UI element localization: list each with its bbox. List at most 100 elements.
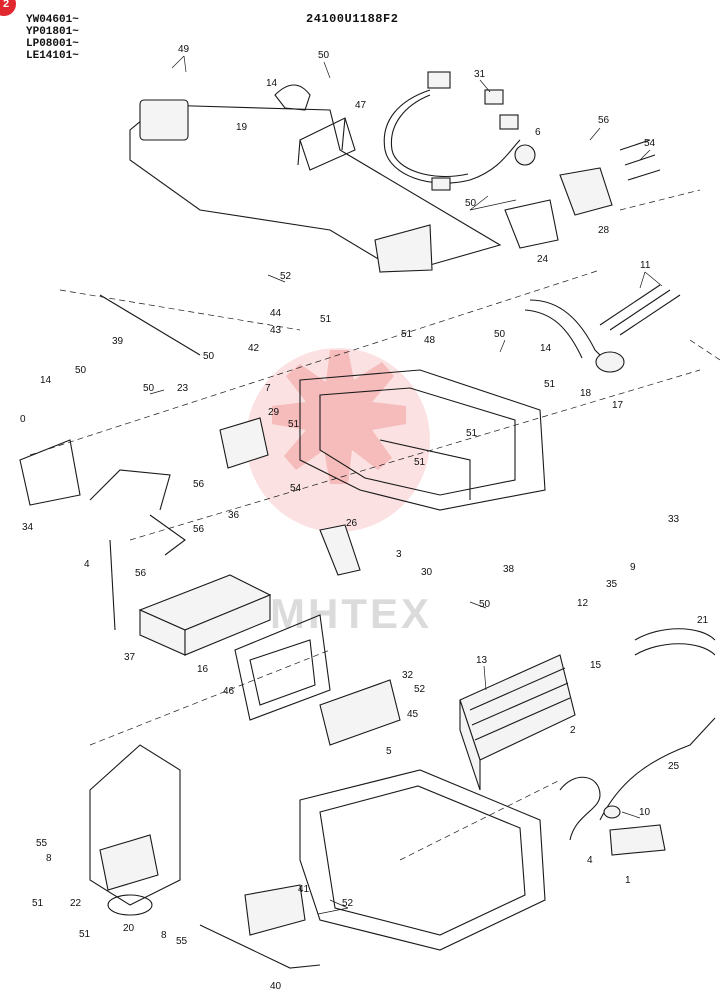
callout-45: 45 bbox=[407, 709, 419, 720]
callout-18: 18 bbox=[580, 388, 592, 399]
callout-26: 26 bbox=[346, 518, 358, 529]
callout-22: 22 bbox=[70, 898, 82, 909]
callout-41: 41 bbox=[298, 884, 310, 895]
pipe-part-26 bbox=[319, 524, 361, 576]
callout-38: 38 bbox=[503, 564, 515, 575]
callout-17: 17 bbox=[612, 400, 624, 411]
callout-33: 33 bbox=[668, 514, 680, 525]
callout-19: 19 bbox=[236, 122, 248, 133]
callout-55: 55 bbox=[176, 936, 188, 947]
callout-44: 44 bbox=[270, 308, 282, 319]
callout-51: 51 bbox=[544, 379, 556, 390]
callout-48: 48 bbox=[424, 335, 436, 346]
relay-part-6 bbox=[514, 144, 536, 166]
callout-0: 0 bbox=[20, 414, 26, 425]
callout-23: 23 bbox=[177, 383, 189, 394]
lower-case bbox=[299, 769, 546, 951]
wiring-harness-part-31 bbox=[383, 71, 521, 191]
callout-43: 43 bbox=[270, 325, 282, 336]
callout-56: 56 bbox=[598, 115, 610, 126]
watermark-text: MHTEX bbox=[270, 590, 432, 637]
callout-50: 50 bbox=[494, 329, 506, 340]
callout-36: 36 bbox=[228, 510, 240, 521]
callout-11: 11 bbox=[640, 260, 651, 271]
callout-54: 54 bbox=[290, 483, 302, 494]
callout-25: 25 bbox=[668, 761, 680, 772]
heater-case bbox=[299, 369, 546, 511]
callout-51: 51 bbox=[79, 929, 91, 940]
gasket-part-1 bbox=[609, 824, 666, 856]
expansion-valve-part-4 bbox=[559, 776, 601, 841]
rod-part-39 bbox=[99, 294, 201, 356]
callout-37: 37 bbox=[124, 652, 136, 663]
callout-49: 49 bbox=[178, 44, 190, 55]
rod-part-40 bbox=[199, 924, 321, 969]
callout-labels: 49 50 14 47 19 31 6 56 54 50 28 24 11 52… bbox=[20, 44, 709, 992]
callout-5: 5 bbox=[386, 746, 392, 757]
model-code: YW04601~ bbox=[26, 14, 79, 26]
heater-core-part-16 bbox=[138, 574, 272, 656]
callout-52: 52 bbox=[280, 271, 292, 282]
callout-7: 7 bbox=[265, 383, 271, 394]
callout-51: 51 bbox=[32, 898, 44, 909]
callout-52: 52 bbox=[342, 898, 354, 909]
callout-14: 14 bbox=[540, 343, 552, 354]
page-badge: 2 bbox=[0, 0, 16, 16]
callout-50: 50 bbox=[479, 599, 491, 610]
page-badge-label: 2 bbox=[3, 0, 10, 10]
callout-50: 50 bbox=[203, 351, 215, 362]
callout-50: 50 bbox=[318, 50, 330, 61]
callout-52: 52 bbox=[414, 684, 426, 695]
callout-51: 51 bbox=[414, 457, 426, 468]
callout-13: 13 bbox=[476, 655, 488, 666]
callout-12: 12 bbox=[577, 598, 589, 609]
callout-35: 35 bbox=[606, 579, 618, 590]
callout-4: 4 bbox=[84, 559, 90, 570]
callout-2: 2 bbox=[570, 725, 576, 736]
callout-21: 21 bbox=[697, 615, 709, 626]
controller-part-28 bbox=[559, 167, 613, 216]
callout-50: 50 bbox=[75, 365, 87, 376]
leader-lines bbox=[149, 55, 663, 915]
callout-24: 24 bbox=[537, 254, 549, 265]
callout-30: 30 bbox=[421, 567, 433, 578]
callout-56: 56 bbox=[193, 479, 205, 490]
callout-46: 46 bbox=[223, 686, 235, 697]
callout-29: 29 bbox=[268, 407, 280, 418]
callout-10: 10 bbox=[639, 807, 651, 818]
oring-part-10 bbox=[603, 805, 621, 819]
model-code-list: YW04601~ YP01801~ LP08001~ LE14101~ bbox=[26, 14, 79, 62]
hose-part-21 bbox=[634, 628, 716, 656]
watermark: MHTEX bbox=[246, 348, 432, 637]
clip-part-14 bbox=[274, 84, 311, 111]
document-code: 24100U1188F2 bbox=[306, 12, 399, 26]
callout-51: 51 bbox=[466, 428, 478, 439]
callout-9: 9 bbox=[630, 562, 636, 573]
callout-55: 55 bbox=[36, 838, 48, 849]
callout-56: 56 bbox=[193, 524, 205, 535]
callout-50: 50 bbox=[465, 198, 477, 209]
callout-42: 42 bbox=[248, 343, 260, 354]
callout-51: 51 bbox=[288, 419, 300, 430]
lever-assembly bbox=[19, 439, 186, 631]
duct-panel-part-19 bbox=[129, 99, 502, 273]
callout-14: 14 bbox=[266, 78, 278, 89]
callout-54: 54 bbox=[644, 138, 656, 149]
filter-part-41 bbox=[244, 884, 306, 936]
evaporator-part-15 bbox=[459, 654, 576, 791]
callout-4: 4 bbox=[587, 855, 593, 866]
callout-51: 51 bbox=[320, 314, 332, 325]
callout-39: 39 bbox=[112, 336, 124, 347]
model-code: LP08001~ bbox=[26, 38, 79, 50]
drain-hose-part-18 bbox=[524, 299, 625, 373]
panel-part-45 bbox=[319, 679, 401, 746]
control-plate-part-29 bbox=[219, 417, 269, 469]
callout-15: 15 bbox=[590, 660, 602, 671]
rods-part-11 bbox=[599, 284, 681, 336]
callout-16: 16 bbox=[197, 664, 209, 675]
frame-part-46 bbox=[234, 614, 331, 721]
model-code: LE14101~ bbox=[26, 50, 79, 62]
callout-28: 28 bbox=[598, 225, 610, 236]
